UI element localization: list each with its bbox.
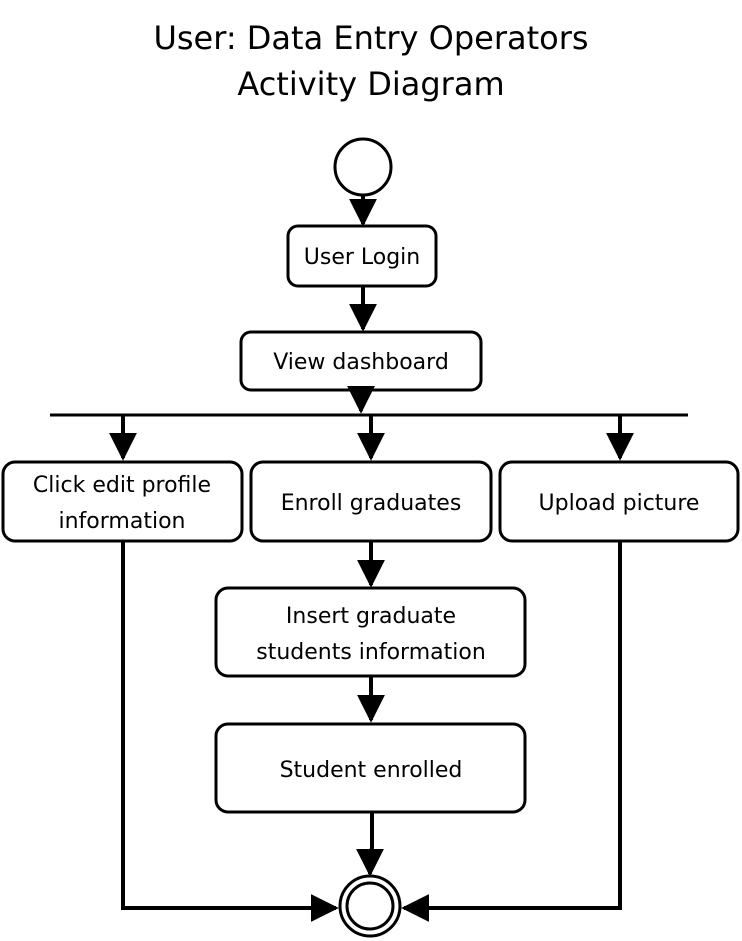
- node-enroll-graduates-label: Enroll graduates: [281, 491, 462, 516]
- flow-upload-to-final: [401, 541, 622, 922]
- node-edit-profile-label-line-1: Click edit profile: [33, 473, 211, 498]
- node-view-dashboard-label: View dashboard: [273, 350, 449, 375]
- initial-node: [333, 137, 393, 197]
- diagram-title-line-1: User: Data Entry Operators: [153, 19, 589, 57]
- final-node-inner: [345, 881, 395, 931]
- flow-edit-profile-to-final: [121, 541, 339, 922]
- node-edit-profile-label-line-2: information: [59, 509, 186, 534]
- flow-enrolled-to-final: [356, 812, 384, 877]
- node-student-enrolled-label: Student enrolled: [280, 758, 463, 783]
- node-insert-info-label-line-2: students information: [256, 640, 486, 665]
- diagram-title-line-2: Activity Diagram: [237, 65, 505, 103]
- node-upload-picture-label: Upload picture: [539, 491, 700, 516]
- node-user-login-label: User Login: [304, 245, 421, 270]
- node-insert-info-label-line-1: Insert graduate: [286, 604, 456, 629]
